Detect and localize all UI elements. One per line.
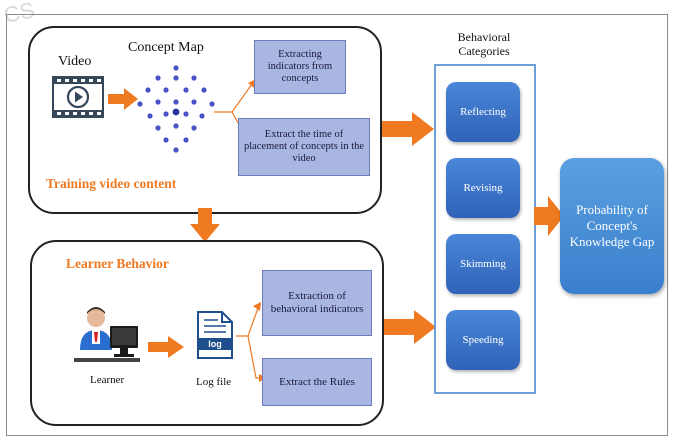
extract-time-box: Extract the time of placement of concept… — [238, 118, 370, 176]
arrow-training-to-learner — [190, 208, 220, 242]
category-speeding: Speeding — [446, 310, 520, 370]
video-play-icon — [52, 76, 104, 118]
extract-rules-box: Extract the Rules — [262, 358, 372, 406]
extracting-indicators-box: Extracting indicators from concepts — [254, 40, 346, 94]
learner-computer-icon — [74, 307, 140, 362]
arrow-learner-to-categories — [384, 310, 436, 344]
log-file-label: Log file — [196, 376, 232, 388]
arrow-training-to-categories — [382, 112, 434, 146]
arrow-learner-to-log — [148, 336, 184, 358]
categories-header: Behavioral Categories — [457, 30, 511, 58]
diagram-frame — [6, 14, 668, 436]
video-label: Video — [58, 54, 92, 69]
concept-map-dots-icon — [137, 65, 215, 153]
probability-knowledge-gap-box: Probability of Concept's Knowledge Gap — [560, 158, 664, 294]
arrow-video-to-concepts — [108, 88, 138, 110]
category-reflecting: Reflecting — [446, 82, 520, 142]
concept-map-label: Concept Map — [128, 40, 204, 55]
category-revising: Revising — [446, 158, 520, 218]
log-file-icon: log — [196, 310, 234, 360]
category-skimming: Skimming — [446, 234, 520, 294]
log-icon-text: log — [208, 339, 222, 349]
learner-panel-title: Learner Behavior — [66, 256, 169, 271]
extraction-behavioral-box: Extraction of behavioral indicators — [262, 270, 372, 336]
learner-label: Learner — [90, 374, 125, 386]
training-panel-title: Training video content — [46, 176, 177, 191]
arrow-categories-to-result — [534, 196, 564, 236]
